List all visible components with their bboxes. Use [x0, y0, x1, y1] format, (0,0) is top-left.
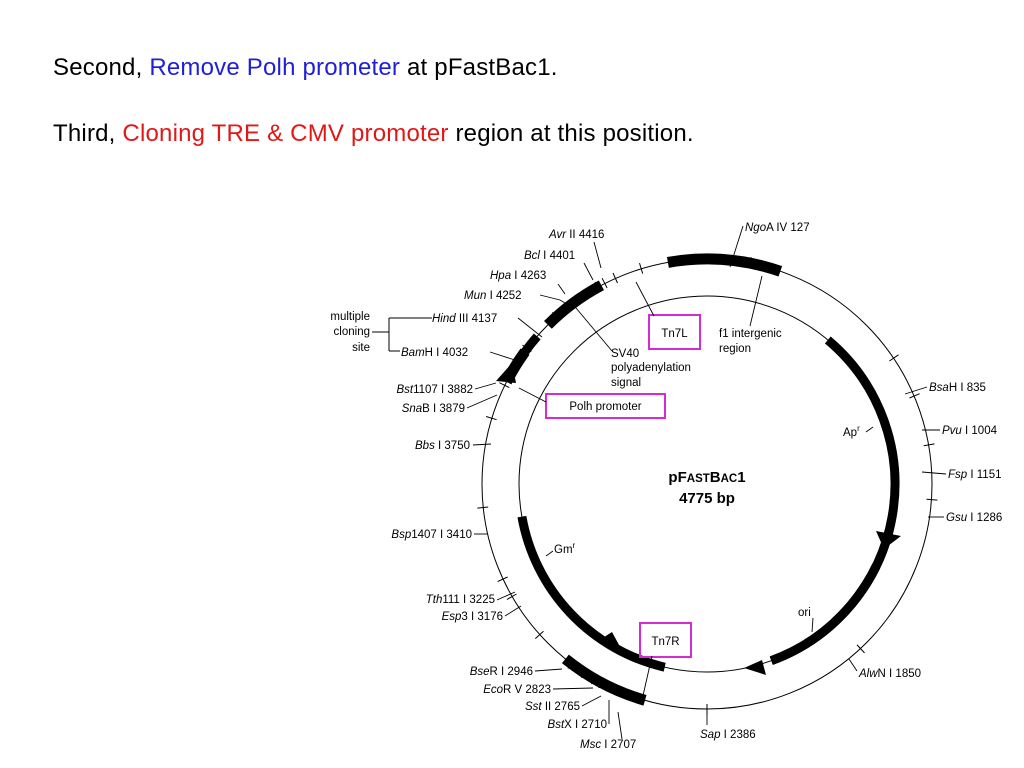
site-alwni: AlwN I 1850: [858, 668, 921, 680]
ap-arc: [769, 336, 900, 665]
restriction-tick-7: [499, 382, 510, 389]
restriction-site-labels: Avr II 4416 Bcl I 4401 Hpa I 4263 Mun I …: [391, 222, 1002, 751]
site-hpai: Hpa I 4263: [490, 270, 546, 282]
feature-arrows: [496, 363, 901, 675]
mcs-label: multiple: [330, 311, 370, 323]
restriction-tick-5: [522, 344, 532, 353]
tn7l-box: [648, 314, 701, 350]
restriction-tick-1: [612, 272, 618, 284]
restriction-ticks: [477, 257, 938, 715]
gm-arc: [517, 515, 666, 672]
outer-arc-ngoaiv: [666, 253, 783, 277]
site-pvui: Pvu I 1004: [942, 425, 998, 437]
gm-resistance-label: Gmr: [554, 541, 576, 556]
instruction-highlight-blue: Remove Polh prometer: [149, 54, 401, 81]
restriction-tick-18: [856, 644, 865, 654]
gm-arrow-head: [598, 632, 625, 656]
site-bst1107i: Bst1107 I 3882: [396, 384, 473, 396]
instruction-line-third: Third, Cloning TRE & CMV promoter region…: [53, 120, 694, 148]
site-leaders: [466, 225, 947, 740]
site-muni: Mun I 4252: [464, 290, 522, 302]
restriction-tick-4: [552, 311, 561, 321]
site-bcli: Bcl I 4401: [524, 250, 575, 262]
plasmid-name: pFASTBAC1: [668, 469, 745, 486]
restriction-tick-21: [909, 393, 920, 399]
polh-promoter-label: Polh promoter: [569, 401, 641, 413]
f1-region-label-2: region: [719, 343, 751, 355]
site-avrii: Avr II 4416: [548, 229, 604, 241]
f1-region-label: f1 intergenic: [719, 328, 782, 340]
tn7l-label: Tn7L: [661, 328, 688, 340]
mcs-bracket: [372, 317, 432, 352]
site-bseri: BseR I 2946: [470, 666, 533, 678]
instruction-suffix: region at this position.: [448, 120, 694, 147]
ap-arrow-head: [876, 531, 901, 549]
site-gsui: Gsu I 1286: [946, 512, 1002, 524]
restriction-tick-8: [485, 416, 497, 421]
instruction-line-second: Second, Remove Polh prometer at pFastBac…: [53, 54, 558, 82]
restriction-tick-16: [598, 677, 605, 689]
restriction-tick-2: [601, 277, 608, 289]
sv40-label: SV40: [611, 348, 639, 360]
polh-arrow-head: [496, 363, 516, 383]
site-sstii: Sst II 2765: [525, 701, 580, 713]
sv40-label-3: signal: [611, 377, 641, 389]
outer-arc-hpai: [544, 280, 605, 329]
site-ecorv: EcoR V 2823: [483, 684, 551, 696]
polh-promoter-box: [545, 393, 666, 419]
site-esp3i: Esp3 I 3176: [442, 611, 503, 623]
restriction-tick-22: [889, 354, 899, 362]
sv40-label-2: polyadenylation: [611, 362, 691, 374]
instruction-suffix: at pFastBac1.: [400, 54, 558, 81]
site-msci: Msc I 2707: [580, 739, 636, 751]
restriction-tick-19: [926, 498, 938, 501]
restriction-tick-14: [580, 668, 588, 678]
restriction-tick-20: [923, 443, 935, 447]
restriction-tick-13: [567, 659, 575, 669]
site-snabi: SnaB I 3879: [402, 403, 465, 415]
tn7r-box: [639, 622, 692, 658]
site-bamhi: BamH I 4032: [401, 347, 468, 359]
site-sapi: Sap I 2386: [700, 729, 756, 741]
site-bbsi: Bbs I 3750: [415, 440, 470, 452]
outer-arc-tn7r: [561, 654, 647, 706]
restriction-tick-23: [748, 257, 752, 269]
restriction-tick-9: [477, 506, 489, 509]
feature-leaders: [518, 275, 874, 701]
mcs-label-3: site: [352, 342, 370, 354]
instruction-highlight-red: Cloning TRE & CMV promoter: [122, 120, 449, 147]
restriction-tick-3: [594, 281, 601, 292]
site-bstxi: BstX I 2710: [548, 719, 607, 731]
plasmid-size: 4775 bp: [679, 490, 735, 507]
polh-arc: [508, 333, 541, 374]
instruction-prefix: Second,: [53, 54, 150, 81]
restriction-tick-15: [591, 674, 598, 685]
ori-arrow-head: [744, 660, 766, 675]
mcs-label-2: cloning: [334, 326, 370, 338]
site-hindiii: Hind III 4137: [432, 313, 497, 325]
tn7r-label: Tn7R: [651, 636, 679, 648]
ori-label: ori: [798, 607, 811, 619]
ap-resistance-label: Apr: [843, 424, 860, 439]
ori-arc: [769, 564, 881, 665]
restriction-tick-0: [639, 262, 644, 274]
site-ngoaiv: NgoA IV 127: [745, 222, 810, 234]
site-tth111i: Tth111 I 3225: [426, 594, 495, 606]
site-bsp1407i: Bsp1407 I 3410: [391, 529, 472, 541]
restriction-tick-11: [506, 593, 517, 600]
restriction-tick-12: [534, 630, 544, 639]
site-bsahi: BsaH I 835: [929, 382, 986, 394]
restriction-tick-10: [497, 576, 508, 583]
site-fspi: Fsp I 1151: [948, 469, 1002, 481]
instruction-prefix: Third,: [53, 120, 123, 147]
